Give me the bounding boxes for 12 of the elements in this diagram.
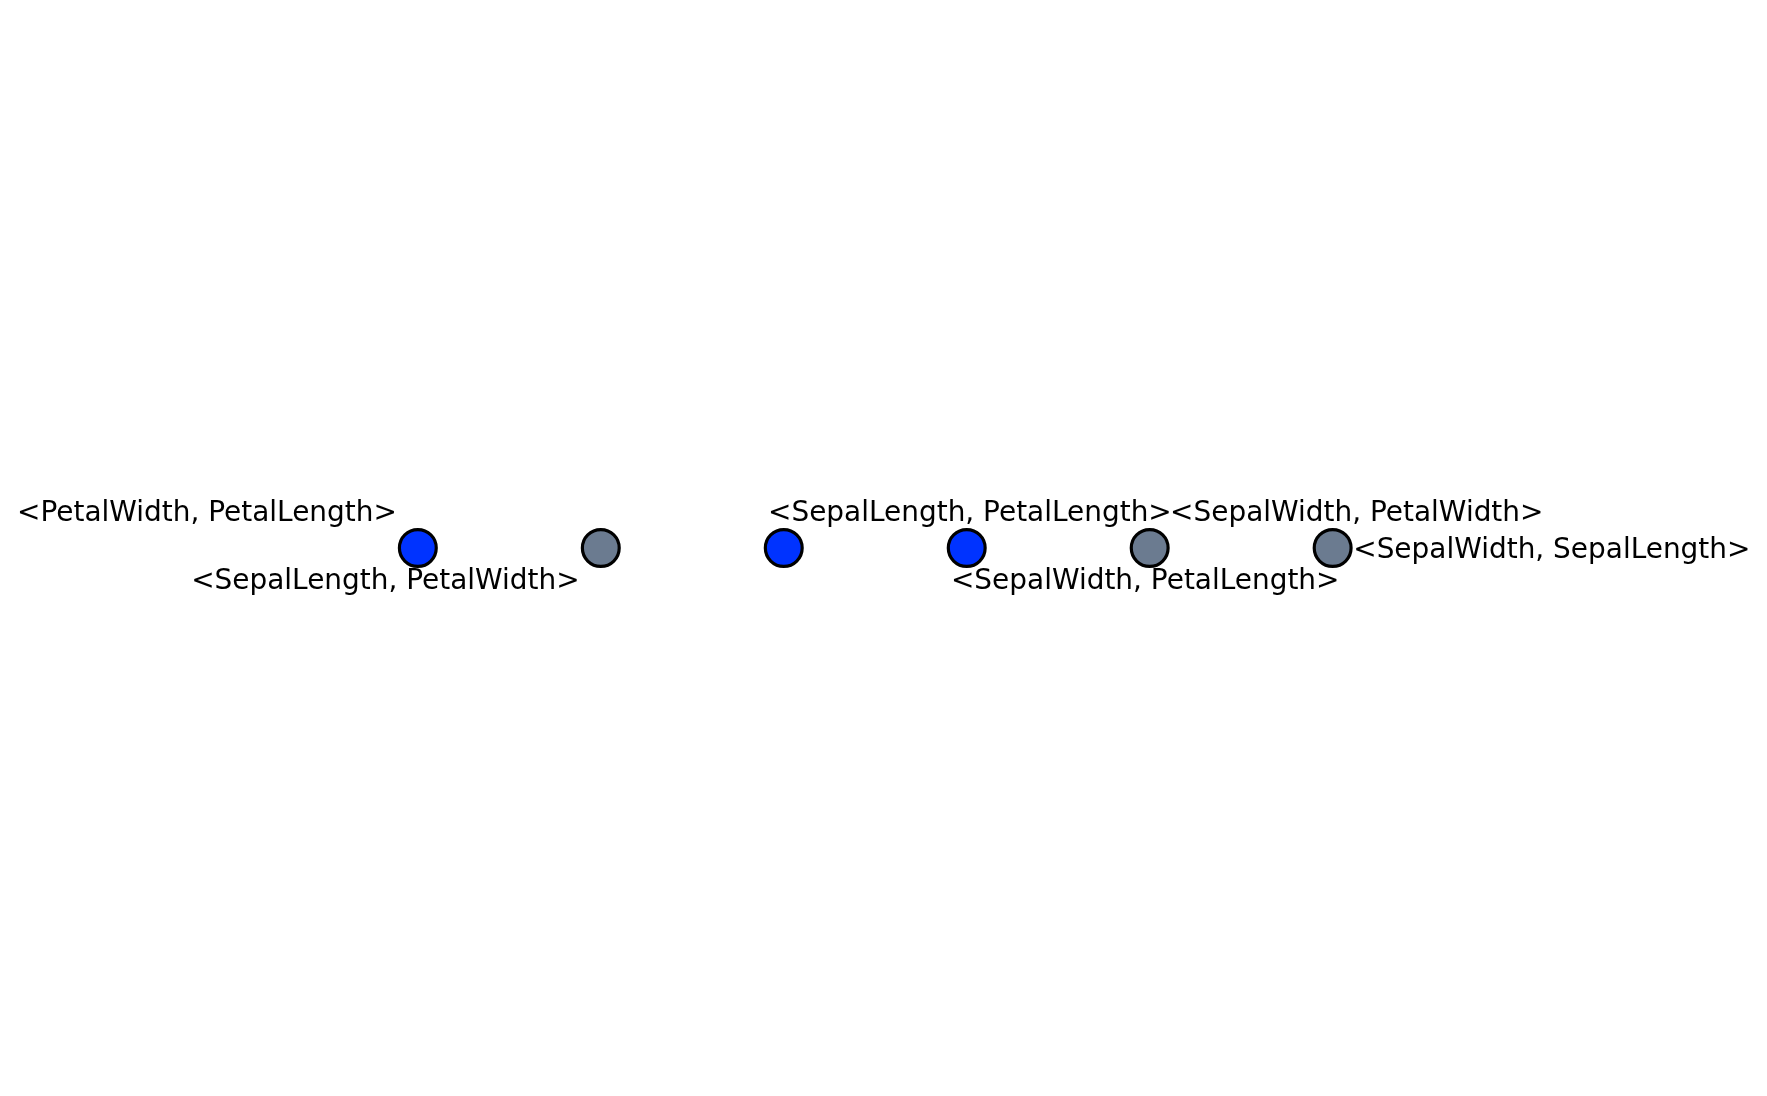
node-label: <SepalWidth, PetalWidth> [1170, 495, 1544, 529]
node-circle [1129, 528, 1170, 568]
node-label: <SepalWidth, SepalLength> [1353, 532, 1751, 566]
node-label: <SepalLength, PetalWidth> [191, 562, 580, 596]
node-label: <SepalLength, PetalLength> [768, 495, 1172, 529]
node-circle [946, 528, 987, 568]
node-label: <SepalWidth, PetalLength> [950, 562, 1340, 596]
node-circle [763, 528, 804, 568]
node-circle [580, 528, 621, 568]
node-label: <PetalWidth, PetalLength> [16, 495, 397, 529]
node-circle [1312, 528, 1353, 568]
node-circle [397, 528, 438, 568]
